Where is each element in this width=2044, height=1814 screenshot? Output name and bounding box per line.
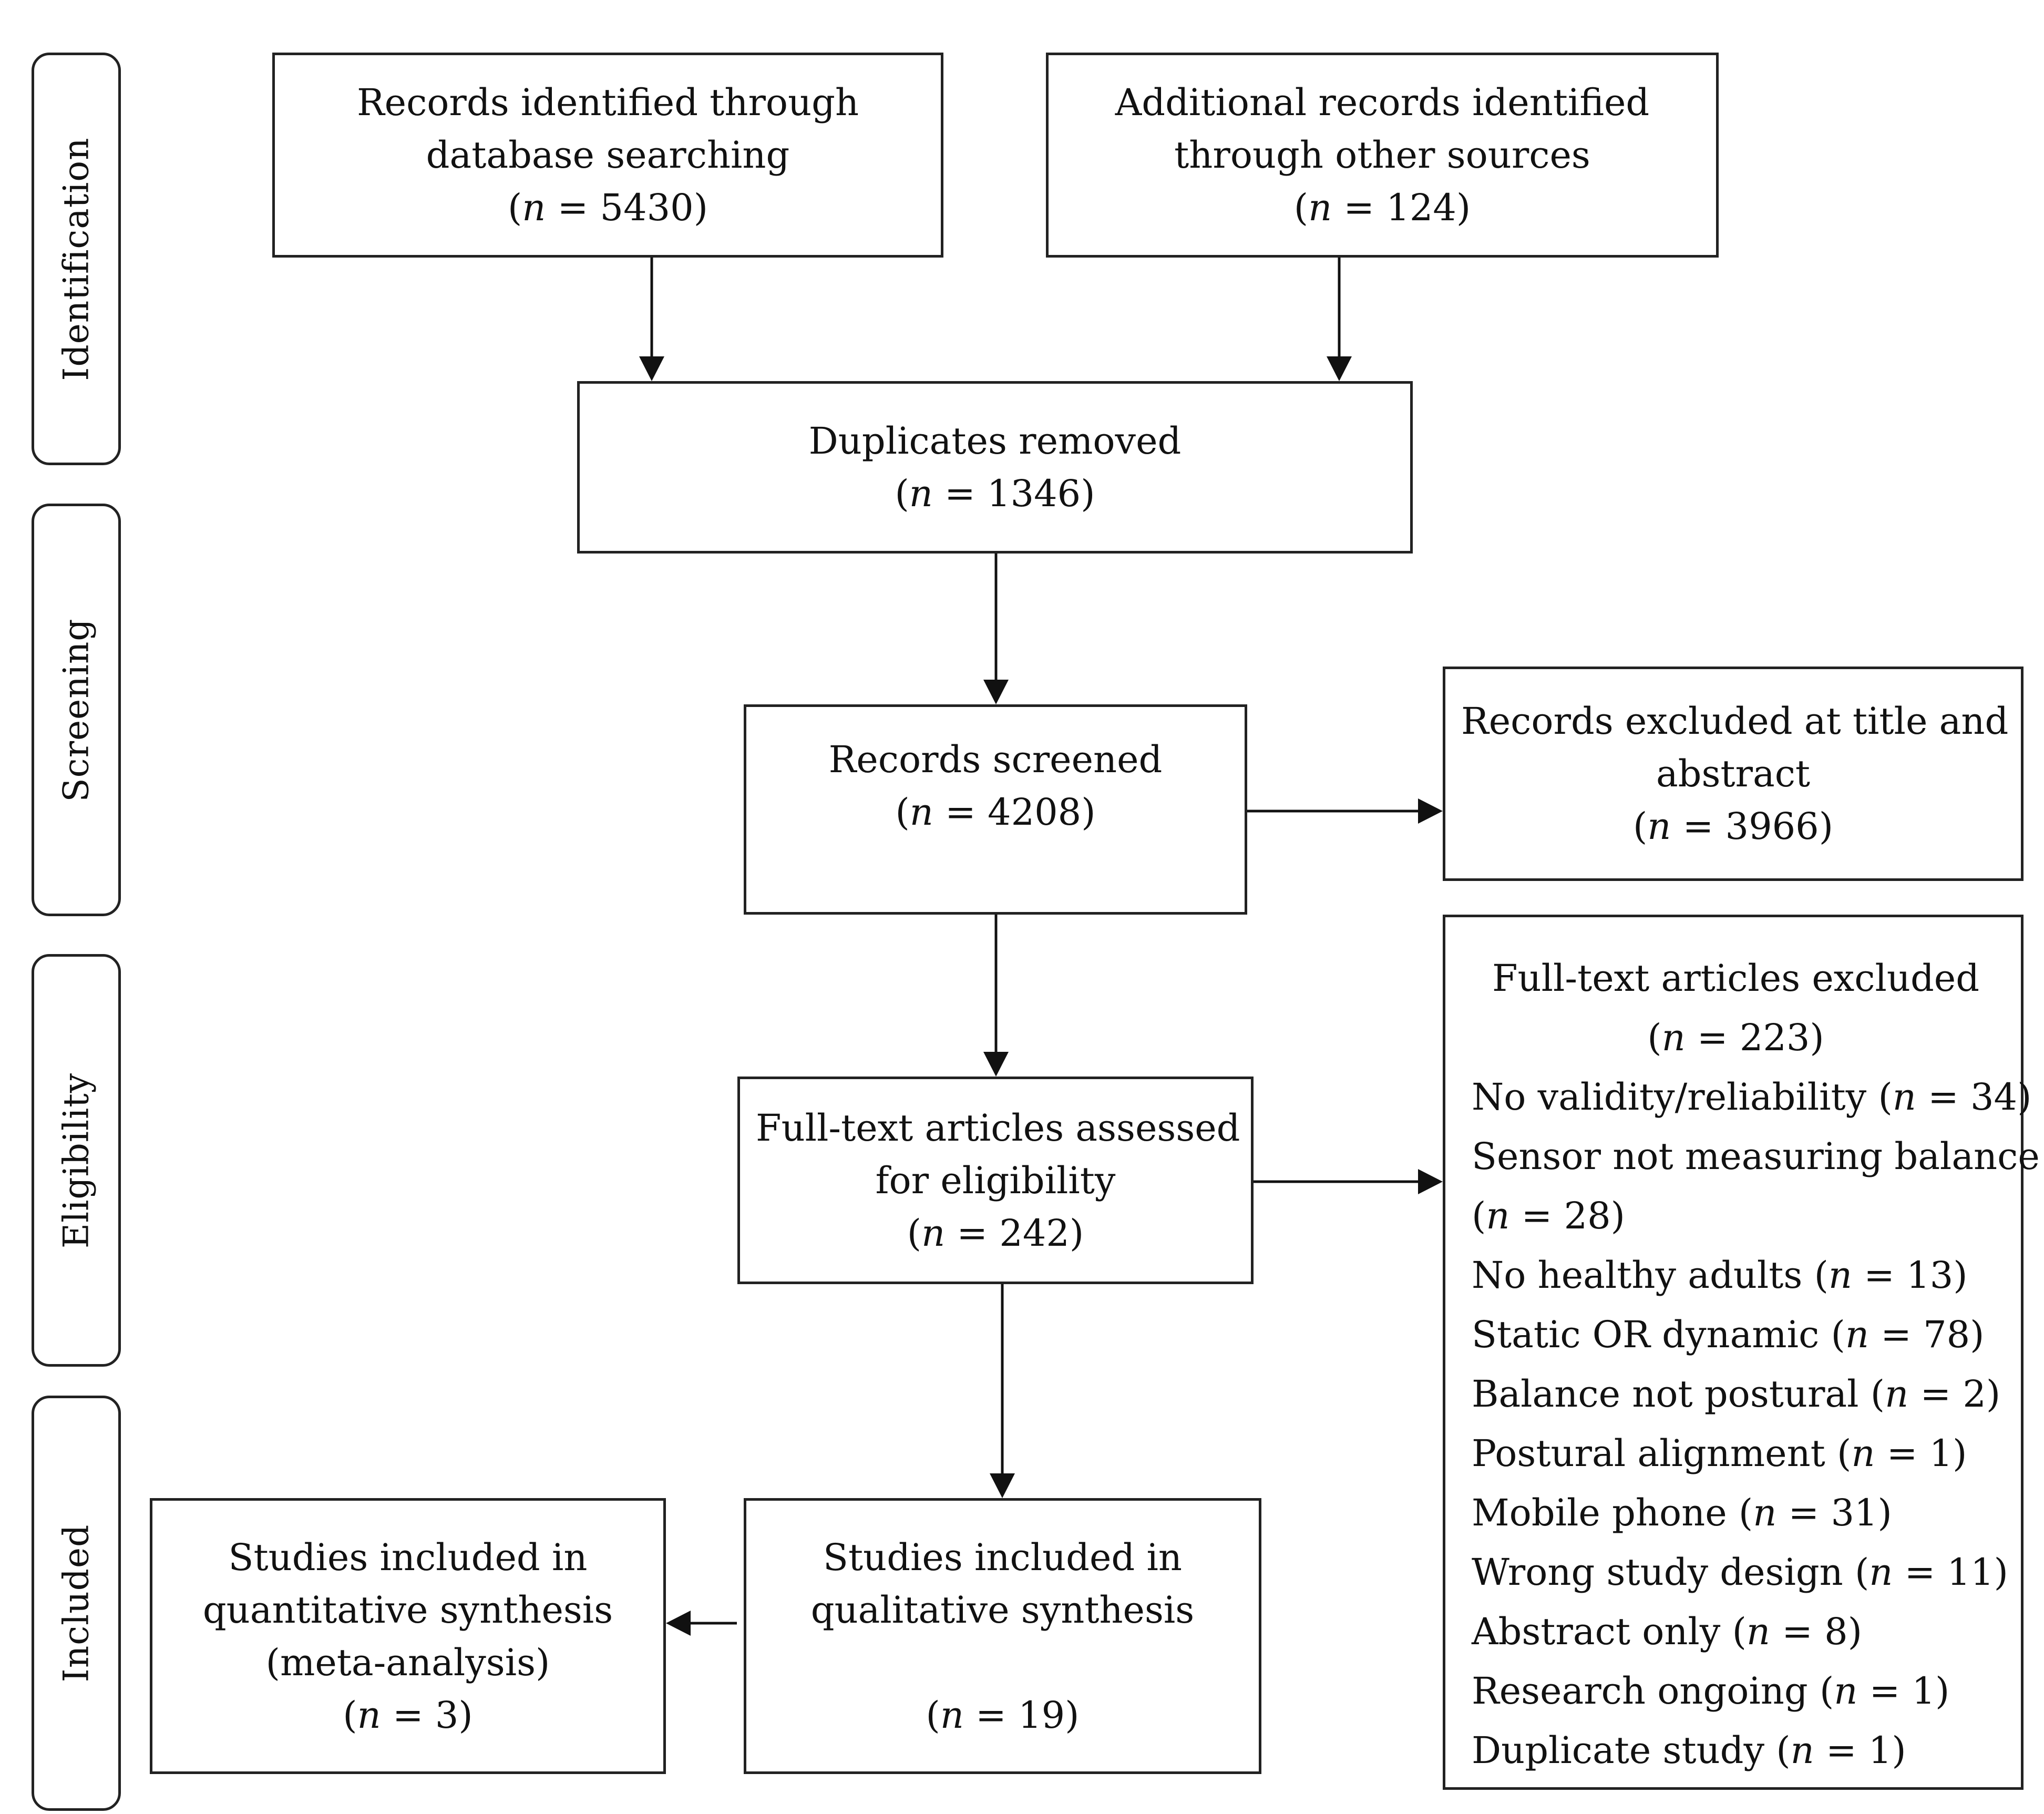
- exclusion-reason-item: No healthy adults (n = 13): [1472, 1254, 1968, 1297]
- excluded-count: (n = 223): [1647, 1016, 1824, 1059]
- box-count: (n = 242): [907, 1211, 1084, 1255]
- exclusion-reason-item: Static OR dynamic (n = 78): [1472, 1313, 1985, 1356]
- phase-screening: Screening: [32, 504, 121, 916]
- arrowhead-db-to-duplicates: [639, 356, 664, 381]
- exclusion-reason-item: Abstract only (n = 8): [1472, 1610, 1863, 1653]
- exclusion-reason-item: Postural alignment (n = 1): [1472, 1432, 1967, 1475]
- box-quantitative-synthesis: Studies included in quantitative synthes…: [150, 1498, 666, 1774]
- exclusion-reason-count: 31: [1831, 1491, 1878, 1534]
- exclusion-reason-label: Static OR dynamic: [1472, 1313, 1820, 1356]
- exclusion-reason-count: 1: [1868, 1729, 1892, 1772]
- exclusion-reason-label: Abstract only: [1472, 1610, 1721, 1653]
- box-count-value: 4208: [988, 791, 1082, 834]
- box-count-value: 124: [1386, 186, 1456, 229]
- box-database-search: Records identified through database sear…: [272, 53, 943, 258]
- box-line: through other sources: [1174, 134, 1590, 177]
- exclusion-reason-label: No validity/reliability: [1472, 1075, 1867, 1119]
- box-count: (n = 124): [1293, 186, 1471, 229]
- box-line: Studies included in: [228, 1535, 588, 1579]
- exclusion-reason-item: Wrong study design (n = 11): [1472, 1551, 2008, 1594]
- box-count-value: 5430: [600, 186, 694, 229]
- box-line: database searching: [426, 134, 790, 177]
- exclusion-reason-label: Postural alignment: [1472, 1432, 1825, 1475]
- box-excluded-title-abstract: Records excluded at title and abstract (…: [1443, 667, 2024, 881]
- arrowhead-fulltext-to-qualitative: [990, 1473, 1015, 1498]
- exclusion-reason-label: Balance not postural: [1472, 1372, 1859, 1416]
- exclusion-reason-item: Mobile phone (n = 31): [1472, 1491, 1892, 1534]
- box-line: Duplicates removed: [808, 419, 1182, 463]
- phase-identification: Identification: [32, 53, 121, 465]
- box-count: (n = 1346): [895, 472, 1095, 515]
- exclusion-reason-count: 2: [1963, 1372, 1986, 1416]
- box-count-value: 3966: [1725, 805, 1819, 848]
- exclusion-reason-count: 1: [1929, 1432, 1953, 1475]
- box-records-screened: Records screened (n = 4208): [744, 704, 1247, 915]
- phase-included: Included: [32, 1396, 121, 1811]
- arrowhead-duplicates-to-screened: [983, 680, 1009, 704]
- exclusion-reason-item: Research ongoing (n = 1): [1472, 1669, 1950, 1713]
- box-line: qualitative synthesis: [810, 1588, 1195, 1632]
- arrowhead-screened-to-fulltext: [983, 1052, 1009, 1077]
- exclusion-reason-item: Sensor not measuring balance(n = 28): [1472, 1135, 2040, 1237]
- box-count: (n = 19): [926, 1693, 1080, 1737]
- box-line: (meta-analysis): [265, 1641, 550, 1684]
- box-count-value: 1346: [987, 472, 1081, 515]
- box-fulltext-assessed: Full-text articles assessed for eligibil…: [737, 1077, 1254, 1284]
- box-fulltext-excluded: Full-text articles excluded (n = 223) No…: [1443, 915, 2040, 1790]
- exclusion-reason-label: Research ongoing: [1472, 1669, 1808, 1713]
- exclusion-reason-label: Wrong study design: [1472, 1551, 1843, 1594]
- arrowhead-screened-to-excluded: [1418, 798, 1443, 824]
- exclusion-reason-count: 34: [1970, 1075, 2018, 1119]
- box-line: Additional records identified: [1115, 81, 1650, 124]
- exclusion-reason-label: Mobile phone: [1472, 1491, 1727, 1534]
- exclusion-reason-count: 13: [1906, 1254, 1954, 1297]
- box-qualitative-synthesis: Studies included in qualitative synthesi…: [744, 1498, 1261, 1774]
- box-other-sources: Additional records identified through ot…: [1046, 53, 1719, 258]
- exclusion-reasons-list: No validity/reliability (n = 34) Sensor n…: [1472, 1068, 2040, 1780]
- exclusion-reason-count: 8: [1824, 1610, 1848, 1653]
- exclusion-reason-count: 1: [1912, 1669, 1936, 1713]
- box-line: quantitative synthesis: [202, 1588, 613, 1632]
- box-line: Full-text articles assessed: [756, 1106, 1240, 1150]
- arrowhead-fulltext-to-excluded: [1418, 1169, 1443, 1194]
- exclusion-reason-label: Duplicate study: [1472, 1729, 1765, 1772]
- exclusion-reason-count: 78: [1923, 1313, 1970, 1356]
- exclusion-reason-label: No healthy adults: [1472, 1254, 1803, 1297]
- box-line: Records excluded at title and: [1461, 700, 2009, 743]
- exclusion-reason-count: 11: [1947, 1551, 1994, 1594]
- box-line: for eligibility: [875, 1159, 1116, 1202]
- exclusion-reason-item: No validity/reliability (n = 34): [1472, 1075, 2032, 1119]
- excluded-title: Full-text articles excluded: [1492, 957, 1980, 1000]
- exclusion-reason-item: Duplicate study (n = 1): [1472, 1729, 1906, 1772]
- phase-eligibility: Eligibility: [32, 954, 121, 1367]
- box-count: (n = 3): [343, 1693, 473, 1737]
- box-line: Records identified through: [356, 81, 859, 124]
- box-line: Studies included in: [823, 1535, 1182, 1579]
- box-line: abstract: [1656, 752, 1811, 795]
- box-duplicates-removed: Duplicates removed (n = 1346): [577, 381, 1413, 554]
- arrowhead-other-to-duplicates: [1327, 356, 1352, 381]
- box-count: (n = 5430): [507, 186, 708, 229]
- exclusion-reason-item: Balance not postural (n = 2): [1472, 1372, 2001, 1416]
- box-count-value: 242: [999, 1211, 1070, 1255]
- box-count: (n = 4208): [895, 791, 1096, 834]
- exclusion-reason-label: Sensor not measuring balance: [1472, 1135, 2040, 1178]
- arrowhead-qualitative-to-quantitative: [666, 1611, 691, 1636]
- exclusion-reason-count: 28: [1564, 1194, 1611, 1237]
- box-count-value: 19: [1018, 1693, 1065, 1737]
- excluded-count-value: 223: [1739, 1016, 1810, 1059]
- box-count: (n = 3966): [1632, 805, 1834, 848]
- box-count-value: 3: [435, 1693, 459, 1737]
- box-line: Records screened: [828, 738, 1163, 781]
